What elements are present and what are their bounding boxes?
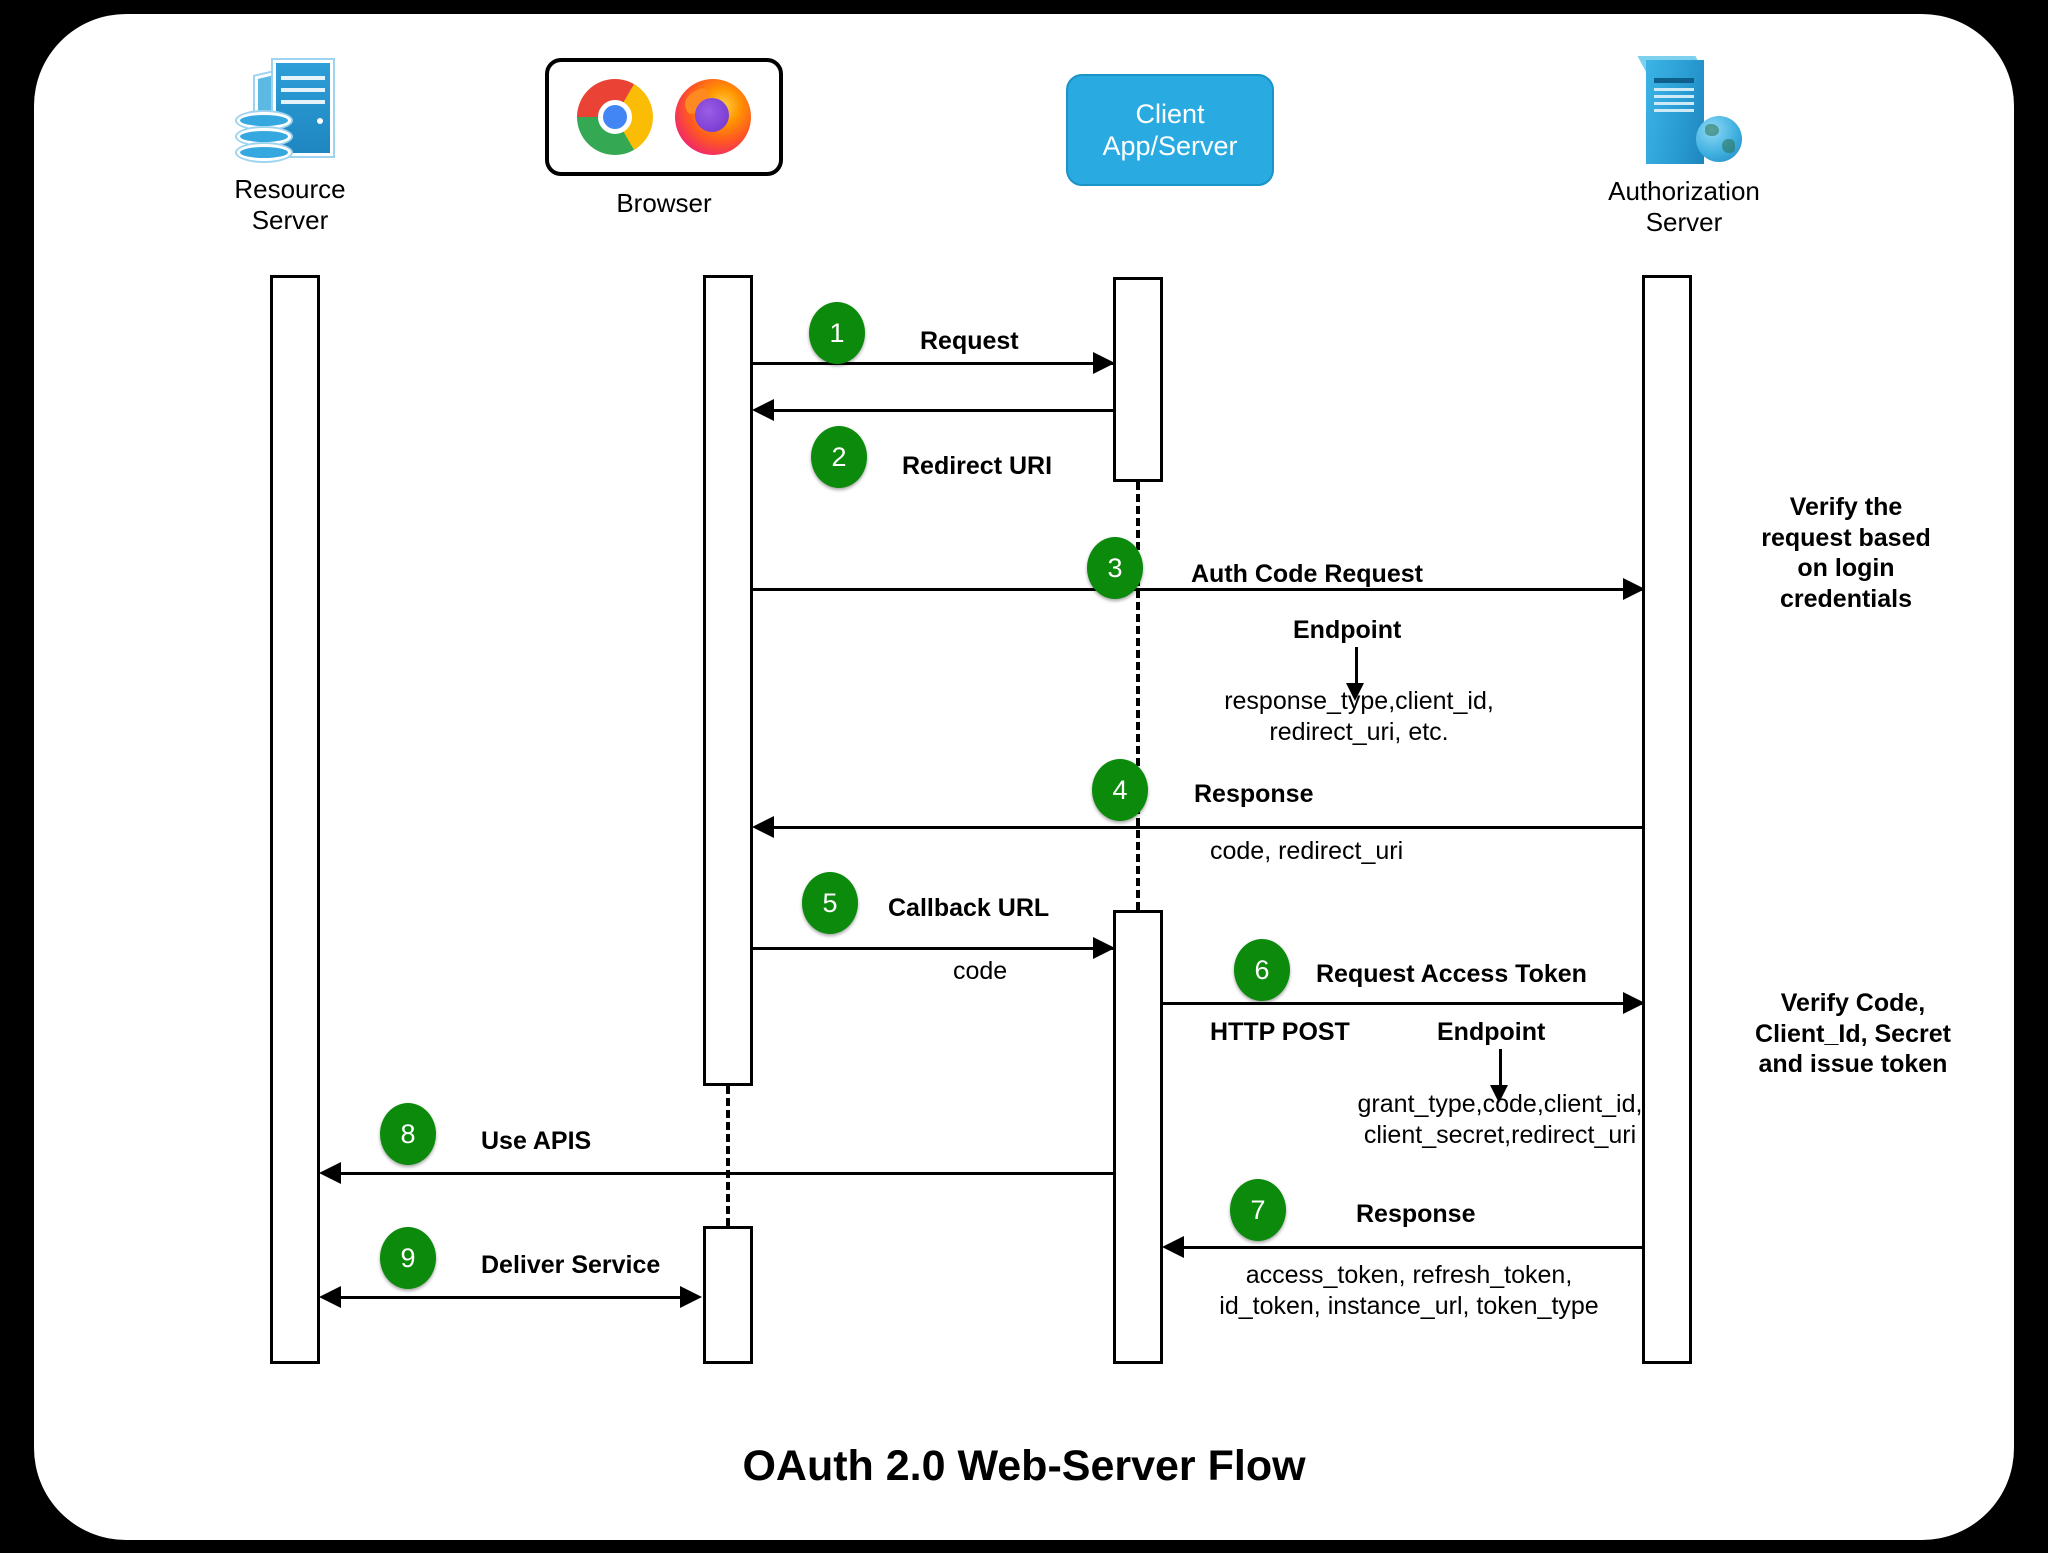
server-globe-icon xyxy=(1624,56,1744,168)
step-5-params: code xyxy=(953,957,1008,985)
lifeline-client-top xyxy=(1113,277,1163,482)
actor-authorization-server: Authorization Server xyxy=(1574,56,1794,237)
browser-icon-box xyxy=(545,58,783,176)
actor-label-browser: Browser xyxy=(616,188,712,218)
step-badge-8: 8 xyxy=(380,1103,436,1165)
step-3-params: response_type,client_id, redirect_uri, e… xyxy=(1224,687,1494,746)
step-label-4: Response xyxy=(1194,780,1314,808)
arrowhead-step-2 xyxy=(752,399,774,421)
step-label-8: Use APIS xyxy=(481,1127,592,1155)
diagram-title: OAuth 2.0 Web-Server Flow xyxy=(742,1442,1306,1490)
arrow-step-1 xyxy=(753,362,1115,365)
step-label-6: Request Access Token xyxy=(1316,960,1587,988)
actor-client-app: Client App/Server xyxy=(1066,74,1274,186)
step-badge-6: 6 xyxy=(1234,939,1290,1001)
arrowhead-step-9-left xyxy=(319,1286,341,1308)
note-verify-code: Verify Code, Client_Id, Secret and issue… xyxy=(1755,989,1951,1078)
step-badge-1: 1 xyxy=(809,302,865,364)
diagram-canvas: Resource Server Browser Client App/Serve… xyxy=(34,14,2014,1540)
actor-label-resource-server: Resource Server xyxy=(234,174,346,235)
lifeline-authorization-server xyxy=(1642,275,1692,1364)
arrow-step-2 xyxy=(774,409,1115,412)
arrowhead-step-6 xyxy=(1623,992,1645,1014)
server-database-icon xyxy=(231,56,349,166)
arrowhead-step-4 xyxy=(752,816,774,838)
step-3-endpoint-arrowhead xyxy=(1346,683,1364,701)
arrowhead-step-1 xyxy=(1093,352,1115,374)
arrowhead-step-8 xyxy=(319,1162,341,1184)
arrowhead-step-5 xyxy=(1093,937,1115,959)
step-badge-4: 4 xyxy=(1092,759,1148,821)
step-label-2: Redirect URI xyxy=(902,452,1053,480)
lifeline-client-bottom xyxy=(1113,910,1163,1364)
lifeline-client-dash xyxy=(1136,482,1140,910)
step-label-5: Callback URL xyxy=(888,894,1050,922)
chrome-icon xyxy=(577,79,653,155)
arrow-step-7 xyxy=(1184,1246,1645,1249)
lifeline-browser-bottom xyxy=(703,1226,753,1364)
step-6-endpoint-connector xyxy=(1499,1049,1502,1087)
actor-label-authorization-server: Authorization Server xyxy=(1608,176,1760,237)
actor-browser: Browser xyxy=(534,58,794,219)
arrow-step-8 xyxy=(341,1172,1115,1175)
step-3-endpoint-label: Endpoint xyxy=(1293,616,1402,644)
step-4-params: code, redirect_uri xyxy=(1210,837,1404,865)
step-6-endpoint-label: Endpoint xyxy=(1437,1018,1546,1046)
arrowhead-step-9-right xyxy=(680,1286,702,1308)
step-badge-3: 3 xyxy=(1087,537,1143,599)
arrowhead-step-7 xyxy=(1162,1236,1184,1258)
arrow-step-6 xyxy=(1163,1002,1645,1005)
step-badge-5: 5 xyxy=(802,872,858,934)
step-label-3: Auth Code Request xyxy=(1191,560,1423,588)
step-7-params: access_token, refresh_token, id_token, i… xyxy=(1219,1261,1599,1320)
client-app-box: Client App/Server xyxy=(1066,74,1274,186)
arrow-step-9 xyxy=(341,1296,681,1299)
step-label-9: Deliver Service xyxy=(481,1251,661,1279)
arrow-step-3 xyxy=(753,588,1645,591)
step-badge-9: 9 xyxy=(380,1227,436,1289)
lifeline-browser-dash xyxy=(726,1086,730,1226)
step-6-method: HTTP POST xyxy=(1210,1018,1350,1046)
note-verify-request: Verify the request based on login creden… xyxy=(1761,493,1931,613)
step-label-7: Response xyxy=(1356,1200,1476,1228)
step-badge-2: 2 xyxy=(811,426,867,488)
step-badge-7: 7 xyxy=(1230,1179,1286,1241)
step-6-endpoint-arrowhead xyxy=(1490,1085,1508,1103)
arrow-step-5 xyxy=(753,947,1115,950)
lifeline-resource-server xyxy=(270,275,320,1364)
step-6-params: grant_type,code,client_id, client_secret… xyxy=(1357,1090,1643,1149)
step-3-endpoint-connector xyxy=(1355,647,1358,685)
lifeline-browser-top xyxy=(703,275,753,1086)
firefox-icon xyxy=(675,79,751,155)
arrowhead-step-3 xyxy=(1623,578,1645,600)
actor-resource-server: Resource Server xyxy=(190,56,390,235)
arrow-step-4 xyxy=(774,826,1645,829)
step-label-1: Request xyxy=(920,327,1019,355)
